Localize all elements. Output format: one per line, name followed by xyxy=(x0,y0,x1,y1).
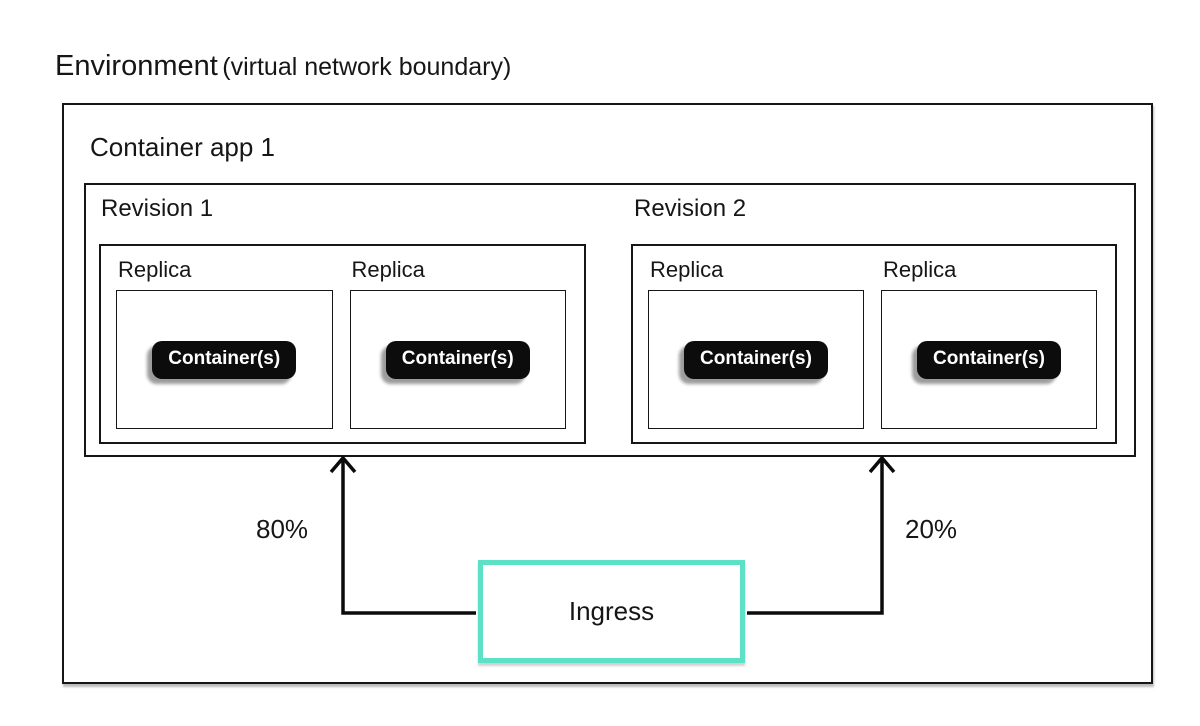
revision-1-box: Replica Container(s) Replica Container(s… xyxy=(99,244,586,444)
replica-box: Container(s) xyxy=(116,290,333,429)
replica-box: Container(s) xyxy=(648,290,864,429)
revision-2-label: Revision 2 xyxy=(634,195,747,222)
environment-title-main: Environment xyxy=(55,50,218,82)
replica-label: Replica xyxy=(650,257,724,282)
ingress-label: Ingress xyxy=(568,596,655,626)
environment-title: Environment (virtual network boundary) xyxy=(55,48,511,89)
traffic-percent-revision-1: 80% xyxy=(256,514,309,544)
replica-box: Container(s) xyxy=(881,290,1097,429)
environment-title-sub: (virtual network boundary) xyxy=(222,53,512,81)
revision-2-replica-1: Replica Container(s) xyxy=(648,257,864,429)
revision-2-replica-2: Replica Container(s) xyxy=(881,257,1097,429)
replica-label: Replica xyxy=(351,257,425,282)
revision-2-box: Replica Container(s) Replica Container(s… xyxy=(631,244,1117,444)
revision-1-label: Revision 1 xyxy=(101,195,214,222)
container-app-box: Revision 1 Revision 2 Replica Container(… xyxy=(84,183,1136,457)
container-app-label: Container app 1 xyxy=(90,132,276,162)
environment-boundary-box: Container app 1 Revision 1 Revision 2 Re… xyxy=(62,103,1153,684)
replica-label: Replica xyxy=(118,257,192,282)
ingress-box: Ingress xyxy=(478,560,745,663)
replica-box: Container(s) xyxy=(349,290,566,429)
revision-1-replica-2: Replica Container(s) xyxy=(349,257,566,429)
replica-label: Replica xyxy=(883,257,957,282)
containers-pill: Container(s) xyxy=(917,340,1061,379)
containers-pill: Container(s) xyxy=(152,340,297,379)
revision-1-replica-1: Replica Container(s) xyxy=(116,257,333,429)
traffic-percent-revision-2: 20% xyxy=(905,514,958,544)
containers-pill: Container(s) xyxy=(684,340,828,379)
containers-pill: Container(s) xyxy=(385,340,530,379)
